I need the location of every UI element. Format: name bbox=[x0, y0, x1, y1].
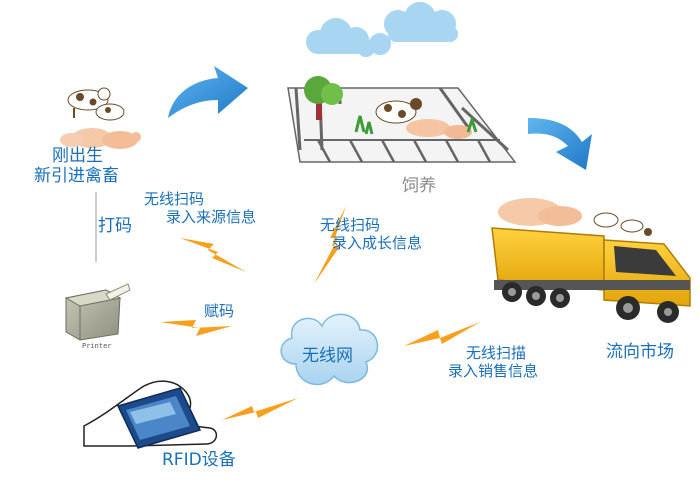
source-scan-line1: 无线扫码 bbox=[144, 190, 205, 208]
bolt-growth-scan bbox=[314, 206, 346, 284]
sky-clouds-image bbox=[306, 2, 458, 57]
newborn-label-line2: 新引进禽畜 bbox=[34, 166, 119, 187]
rfid-device-label: RFID设备 bbox=[162, 450, 236, 470]
source-scan-label: 无线扫码 录入来源信息 bbox=[144, 190, 256, 226]
sales-scan-line1: 无线扫描 bbox=[466, 344, 527, 362]
feeding-pen-image bbox=[287, 76, 517, 163]
rfid-handheld-device-icon bbox=[83, 380, 218, 449]
printer-caption: Printer bbox=[82, 342, 112, 350]
newborn-label-line1: 刚出生 bbox=[52, 146, 103, 166]
flow-arrow-to-market bbox=[528, 118, 592, 170]
delivery-truck-image bbox=[491, 198, 691, 323]
growth-scan-line1: 无线扫码 bbox=[320, 216, 381, 234]
bolt-write-code bbox=[160, 320, 232, 336]
market-label: 流向市场 bbox=[606, 342, 674, 362]
newborn-livestock-label: 刚出生 新引进禽畜 bbox=[34, 146, 119, 187]
tagging-label: 打码 bbox=[98, 216, 132, 236]
write-code-label: 赋码 bbox=[204, 302, 235, 320]
wireless-signal-bolts bbox=[160, 206, 480, 420]
sales-scan-line2: 录入销售信息 bbox=[448, 362, 539, 380]
bolt-sales-scan bbox=[404, 322, 480, 346]
growth-scan-label: 无线扫码 录入成长信息 bbox=[320, 216, 422, 252]
feeding-stage-label: 饲养 bbox=[402, 176, 436, 196]
newborn-livestock-image bbox=[60, 87, 141, 149]
growth-scan-line2: 录入成长信息 bbox=[332, 234, 423, 252]
printer-icon bbox=[64, 283, 131, 341]
source-scan-line2: 录入来源信息 bbox=[166, 208, 257, 226]
flow-arrow-to-feeding bbox=[168, 66, 248, 118]
network-label: 无线网 bbox=[302, 346, 353, 366]
wireless-network-cloud-icon bbox=[280, 313, 379, 386]
bolt-source-scan bbox=[180, 238, 246, 272]
sales-scan-label: 无线扫描 录入销售信息 bbox=[448, 344, 538, 380]
bolt-rfid-network bbox=[222, 398, 298, 420]
